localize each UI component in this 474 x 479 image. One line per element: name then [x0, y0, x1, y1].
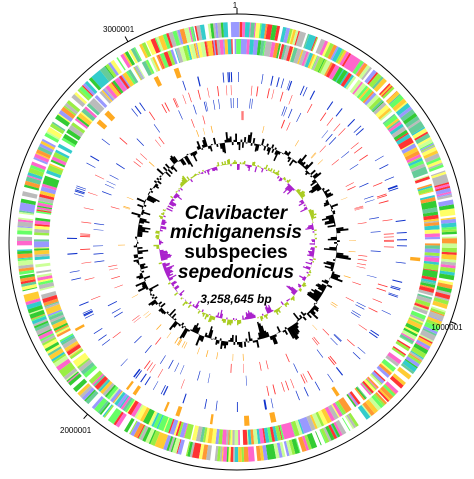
- scale-label-start: 1: [233, 1, 238, 10]
- scale-tick: [83, 413, 88, 420]
- organism-rank: subspecies: [184, 242, 288, 263]
- organism-species: michiganensis: [170, 222, 302, 243]
- scale-tick: [450, 321, 457, 325]
- scale-label-3mb: 3000001: [103, 25, 135, 34]
- scale-tick: [124, 36, 129, 43]
- organism-subspecies: sepedonicus: [178, 262, 294, 283]
- scale-label-1mb: 1000001: [431, 323, 463, 332]
- genome-size: 3,258,645 bp: [200, 292, 271, 306]
- organism-genus: Clavibacter: [185, 203, 289, 224]
- scale-label-2mb: 2000001: [60, 426, 92, 435]
- scale-circle: [8, 8, 466, 471]
